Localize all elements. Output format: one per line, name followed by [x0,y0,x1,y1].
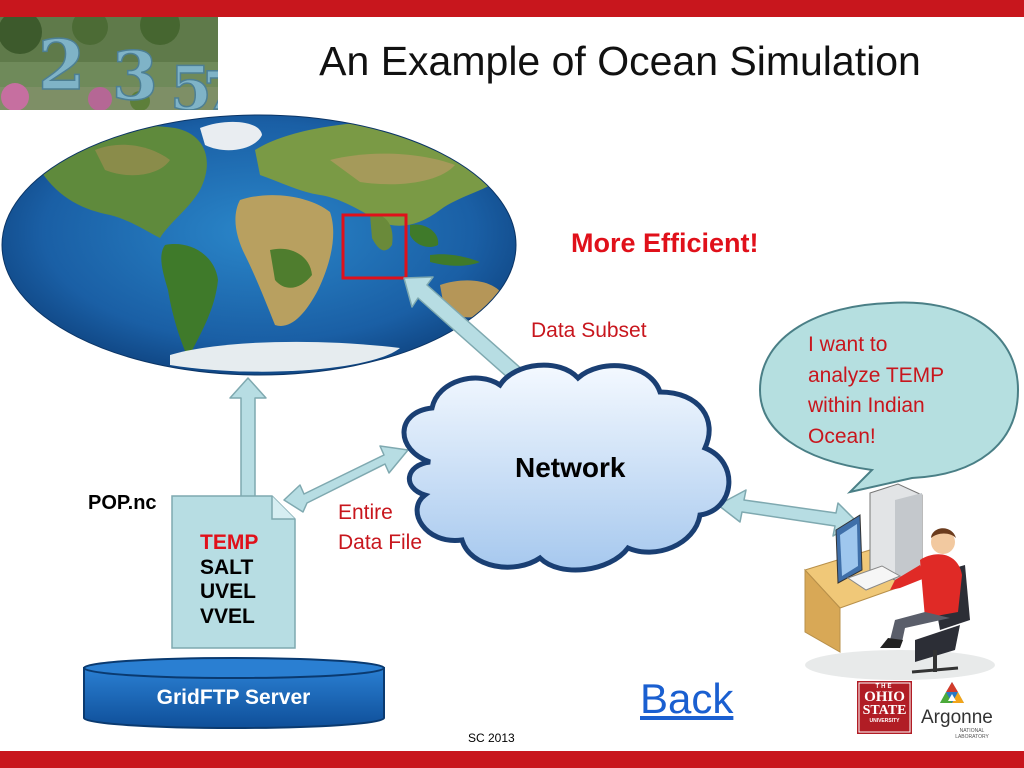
corner-photo-image: 2 3 5 7 [0,17,218,110]
back-link[interactable]: Back [640,675,734,722]
network-label: Network [515,452,626,483]
pop-nc-file-icon [171,495,296,649]
svg-text:5: 5 [170,54,212,110]
speech-line-2: analyze TEMP [808,363,945,387]
network-cloud [401,362,732,573]
osu-state: STATE [862,703,907,718]
osu-ohio: OHIO [864,689,905,705]
argonne-sub-1: NATIONAL [959,728,985,734]
entire-data-file-line-2: Data File [338,531,423,554]
slide-footer: SC 2013 [468,731,515,745]
speech-line-1: I want to [808,333,888,356]
world-globe [1,114,517,376]
entire-data-file-label: Entire Data File [338,498,422,558]
variable-temp: TEMP [200,531,259,554]
svg-text:7: 7 [203,61,218,110]
variable-salt: SALT [200,555,254,579]
indian-ocean-highlight-box [341,213,408,280]
more-efficient-label: More Efficient! [571,228,759,258]
speech-bubble [758,301,1020,494]
slide-title: An Example of Ocean Simulation [319,38,921,84]
osu-logo [857,681,912,734]
variable-uvel: UVEL [200,580,257,603]
argonne-logo-subtext: NATIONAL LABORATORY [952,728,992,740]
svg-text:2: 2 [38,26,85,106]
gridftp-server-label: GridFTP Server [156,686,311,709]
argonne-logo-icon [940,682,964,703]
osu-logo-text: THE OHIO STATE UNIVERSITY [857,683,912,725]
speech-bubble-text: I want to analyze TEMP within Indian Oce… [808,330,998,452]
entire-data-file-line-1: Entire [338,501,393,524]
svg-text:3: 3 [112,37,158,110]
speech-line-4: Ocean! [808,424,876,448]
osu-the: THE [875,684,894,690]
argonne-logo-text: Argonne [921,707,993,728]
argonne-sub-2: LABORATORY [955,734,989,740]
file-variable-list: TEMP SALT UVEL VVEL [200,531,258,629]
variable-vvel: VVEL [200,604,255,628]
file-to-globe-arrow [229,377,267,506]
top-red-bar [0,0,1024,17]
network-to-computer-arrow [717,489,858,537]
bottom-red-bar [0,751,1024,768]
speech-line-3: within Indian [808,394,925,417]
pop-nc-filename: POP.nc [88,492,157,514]
data-subset-label: Data Subset [531,319,647,342]
gridftp-server-cylinder [83,657,385,729]
user-at-computer-illustration [804,483,995,680]
osu-university: UNIVERSITY [869,718,900,724]
